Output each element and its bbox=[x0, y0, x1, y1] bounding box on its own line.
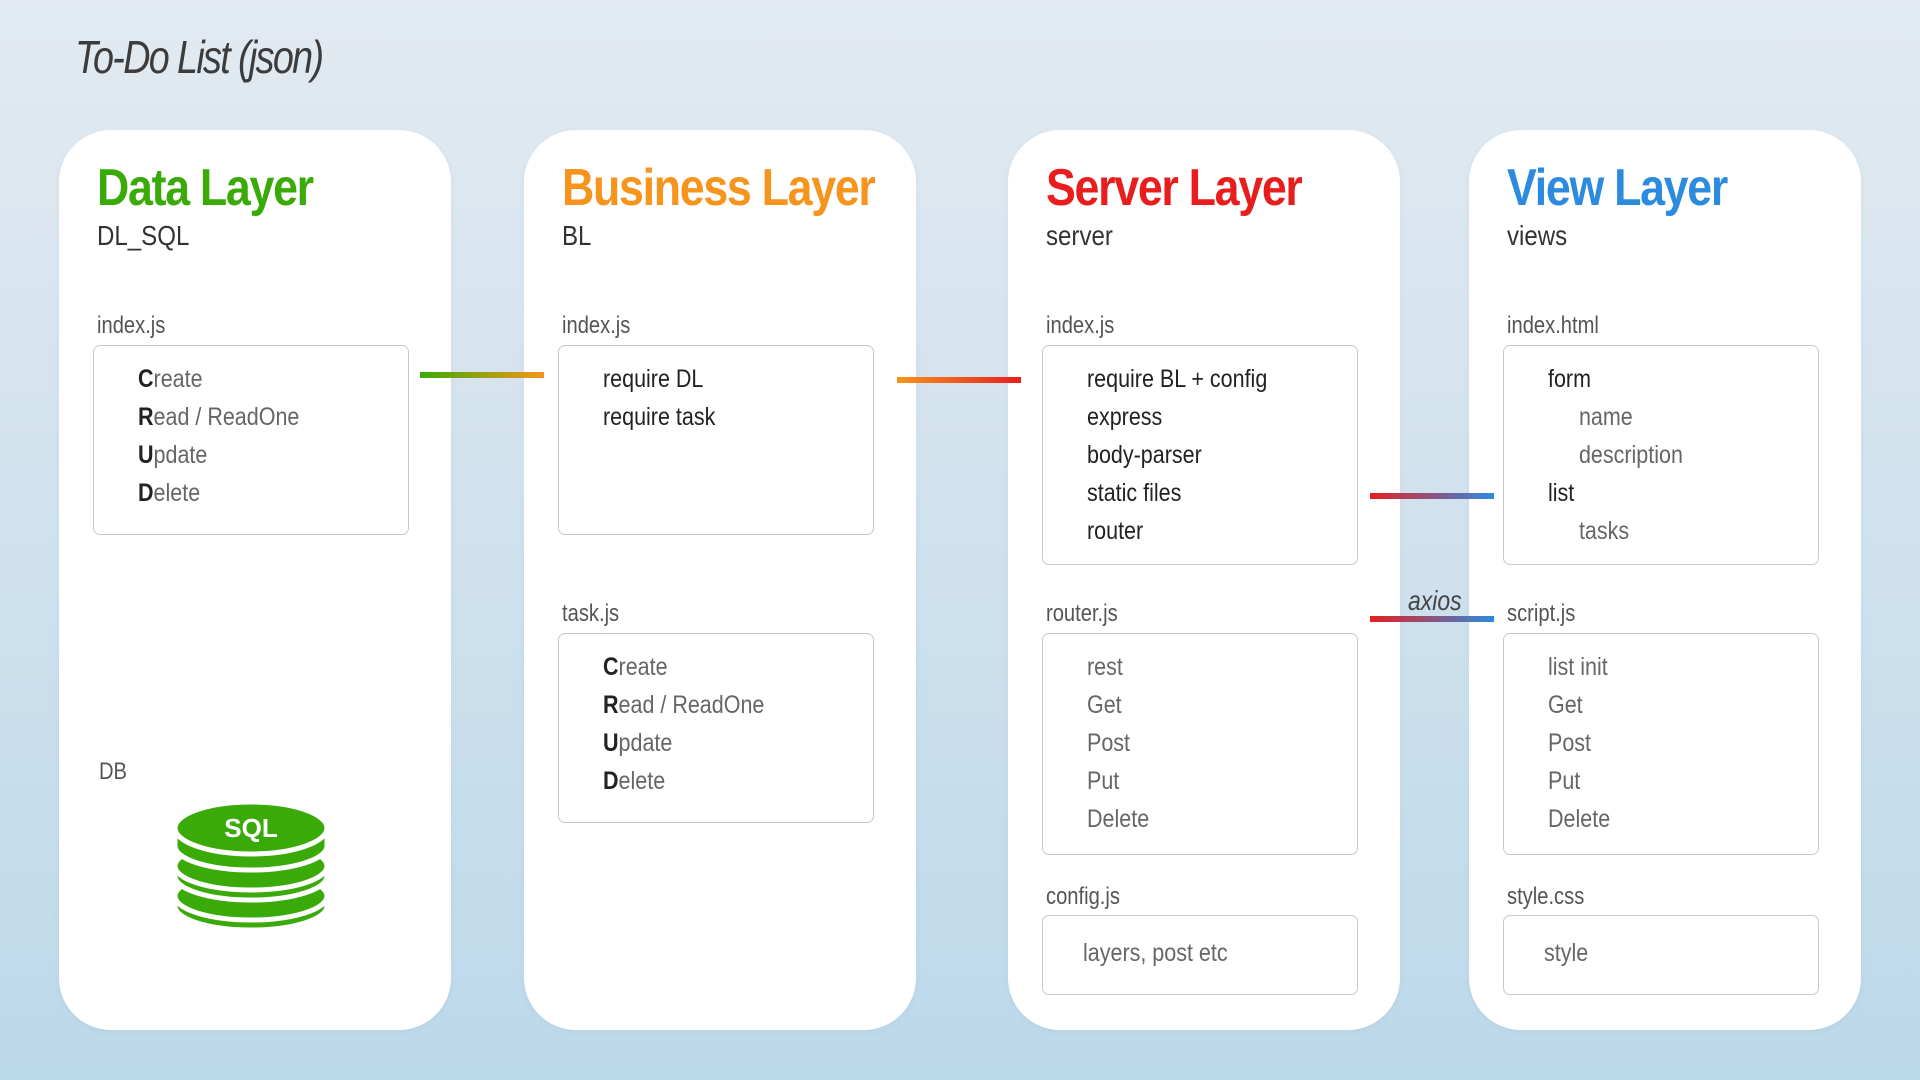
list-item: Delete bbox=[1548, 805, 1611, 833]
view-style-box: style bbox=[1503, 915, 1819, 995]
data-layer-folder: DL_SQL bbox=[97, 220, 190, 251]
list-item: layers, post etc bbox=[1083, 939, 1228, 967]
list-item: require task bbox=[603, 403, 716, 431]
view-index-file-label: index.html bbox=[1507, 312, 1599, 339]
view-index-box: form name description list tasks bbox=[1503, 345, 1819, 565]
list-item: tasks bbox=[1578, 517, 1630, 545]
list-item: Post bbox=[1548, 729, 1592, 757]
server-index-file-label: index.js bbox=[1046, 312, 1115, 339]
list-item: require BL + config bbox=[1087, 365, 1268, 393]
crud-update: Update bbox=[138, 441, 208, 469]
list-item: Get bbox=[1548, 691, 1583, 719]
list-item: express bbox=[1087, 403, 1163, 431]
view-layer-card: View Layer views index.html form name de… bbox=[1469, 130, 1861, 1030]
business-index-file-label: index.js bbox=[562, 312, 631, 339]
list-item: Get bbox=[1087, 691, 1122, 719]
list-item: Put bbox=[1548, 767, 1581, 795]
business-task-file-label: task.js bbox=[562, 600, 620, 627]
list-item: Delete bbox=[1087, 805, 1150, 833]
business-layer-folder: BL bbox=[562, 220, 592, 251]
page-title: To-Do List (json) bbox=[75, 31, 324, 83]
server-layer-card: Server Layer server index.js require BL … bbox=[1008, 130, 1400, 1030]
business-index-box: require DL require task bbox=[558, 345, 874, 535]
list-item: static files bbox=[1087, 479, 1182, 507]
axios-label: axios bbox=[1408, 585, 1462, 616]
business-layer-title: Business Layer bbox=[562, 159, 876, 217]
list-item: router bbox=[1087, 517, 1144, 545]
server-layer-title: Server Layer bbox=[1046, 159, 1303, 217]
server-layer-folder: server bbox=[1046, 220, 1113, 251]
view-layer-title: View Layer bbox=[1507, 159, 1728, 217]
server-router-box: rest Get Post Put Delete bbox=[1042, 633, 1358, 855]
crud-delete: Delete bbox=[138, 479, 201, 507]
server-router-file-label: router.js bbox=[1046, 600, 1118, 627]
data-index-file-label: index.js bbox=[97, 312, 166, 339]
server-config-file-label: config.js bbox=[1046, 883, 1120, 910]
business-server-connector bbox=[897, 377, 1021, 383]
data-layer-title: Data Layer bbox=[97, 159, 314, 217]
server-config-box: layers, post etc bbox=[1042, 915, 1358, 995]
list-item: require DL bbox=[603, 365, 704, 393]
crud-create: Create bbox=[603, 653, 668, 681]
view-script-box: list init Get Post Put Delete bbox=[1503, 633, 1819, 855]
database-icon: SQL bbox=[172, 799, 330, 933]
list-item: rest bbox=[1087, 653, 1123, 681]
list-item: Put bbox=[1087, 767, 1120, 795]
list-item: list bbox=[1548, 479, 1575, 507]
crud-delete: Delete bbox=[603, 767, 666, 795]
list-item: body-parser bbox=[1087, 441, 1202, 469]
crud-create: Create bbox=[138, 365, 203, 393]
list-item: description bbox=[1578, 441, 1683, 469]
business-task-box: Create Read / ReadOne Update Delete bbox=[558, 633, 874, 823]
list-item: style bbox=[1544, 939, 1589, 967]
data-business-connector bbox=[420, 372, 544, 378]
server-view-index-connector bbox=[1370, 493, 1494, 499]
view-layer-folder: views bbox=[1507, 220, 1568, 251]
crud-update: Update bbox=[603, 729, 673, 757]
view-style-file-label: style.css bbox=[1507, 883, 1585, 910]
data-index-box: Create Read / ReadOne Update Delete bbox=[93, 345, 409, 535]
db-sql-text: SQL bbox=[224, 813, 278, 843]
list-item: list init bbox=[1548, 653, 1608, 681]
list-item: Post bbox=[1087, 729, 1131, 757]
business-layer-card: Business Layer BL index.js require DL re… bbox=[524, 130, 916, 1030]
list-item: form bbox=[1548, 365, 1591, 393]
db-label: DB bbox=[99, 758, 128, 785]
list-item: name bbox=[1578, 403, 1633, 431]
server-view-script-connector bbox=[1370, 616, 1494, 622]
view-script-file-label: script.js bbox=[1507, 600, 1576, 627]
data-layer-card: Data Layer DL_SQL index.js Create Read /… bbox=[59, 130, 451, 1030]
server-index-box: require BL + config express body-parser … bbox=[1042, 345, 1358, 565]
crud-read: Read / ReadOne bbox=[138, 403, 300, 431]
crud-read: Read / ReadOne bbox=[603, 691, 765, 719]
